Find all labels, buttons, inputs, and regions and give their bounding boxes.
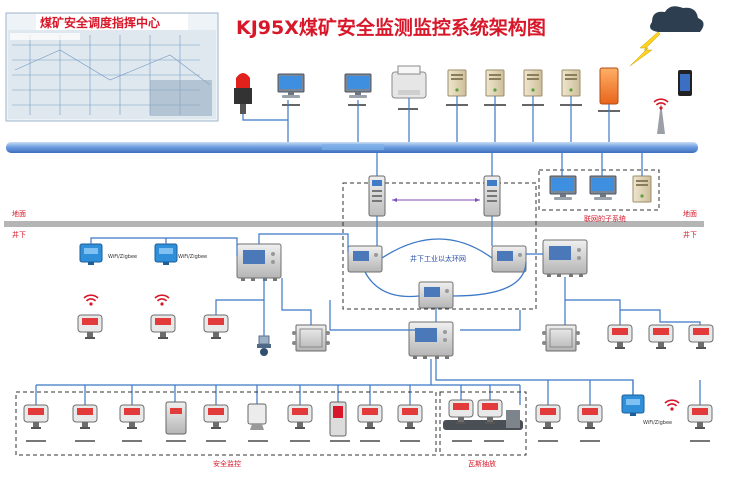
linked-subsystem-group: 联网的子系统 bbox=[538, 153, 660, 223]
dispatch-center-title: 煤矿安全调度指挥中心 bbox=[40, 15, 160, 30]
wireless-sensor-icon bbox=[77, 314, 103, 340]
ground-underground-divider bbox=[4, 221, 704, 227]
ring-network-label: 井下工业以太环网 bbox=[410, 254, 466, 263]
underground-label-right: 井下 bbox=[683, 230, 697, 239]
printer-icon bbox=[391, 65, 427, 99]
core-switch-left bbox=[368, 175, 386, 217]
workstation-icon bbox=[344, 73, 372, 99]
substation-right bbox=[542, 239, 588, 278]
bottom-sensor-rail bbox=[35, 380, 701, 405]
wifi-icon bbox=[154, 294, 170, 307]
sensor-icon bbox=[607, 324, 633, 350]
wireless-label-bottom: WiFi/Zigbee bbox=[643, 420, 672, 426]
wireless-label-right: WiFi/Zigbee bbox=[178, 254, 207, 260]
underground-label-left: 井下 bbox=[12, 230, 26, 239]
ground-device-links bbox=[242, 96, 610, 142]
core-switch-right bbox=[483, 175, 501, 217]
junction-box-right bbox=[541, 324, 581, 352]
ground-label-left: 地面 bbox=[12, 209, 26, 218]
sensor-icon bbox=[119, 404, 145, 430]
sensor-icon bbox=[397, 404, 423, 430]
antenna-icon bbox=[653, 98, 669, 134]
pipe-sensor-icon bbox=[443, 399, 523, 430]
wireless-base-station-icon bbox=[79, 243, 103, 266]
device-caption-marks bbox=[282, 104, 620, 112]
control-box-icon bbox=[165, 401, 187, 435]
sensor-icon bbox=[287, 404, 313, 430]
ring-switch-bottom bbox=[418, 281, 454, 309]
sensor-icon bbox=[577, 404, 603, 430]
ground-label-right: 地面 bbox=[683, 209, 697, 218]
sensor-icon bbox=[72, 404, 98, 430]
server-icon bbox=[447, 69, 467, 97]
wireless-sensor-icon bbox=[150, 314, 176, 340]
server-icon bbox=[485, 69, 505, 97]
wireless-label-left: WiFi/Zigbee bbox=[108, 254, 137, 260]
workstation-icon bbox=[277, 73, 305, 99]
substation-center bbox=[408, 321, 454, 360]
sensor-icon bbox=[357, 404, 383, 430]
cloud-icon bbox=[650, 6, 704, 32]
sensor-icon bbox=[23, 404, 49, 430]
alarm-light-icon bbox=[234, 73, 252, 114]
substation-left bbox=[236, 243, 282, 282]
gas-drainage-group bbox=[439, 391, 527, 456]
ring-switch-right bbox=[491, 245, 527, 273]
wireless-sensor-icon bbox=[687, 404, 713, 430]
server-icon bbox=[561, 69, 581, 97]
safety-monitoring-group bbox=[15, 391, 437, 456]
sensor-caption-marks bbox=[26, 440, 710, 442]
linked-subsystem-label: 联网的子系统 bbox=[584, 214, 626, 223]
dispatch-center-panel: 煤矿安全调度指挥中心 bbox=[5, 12, 219, 122]
diagram-title: KJ95X煤矿安全监测监控系统架构图 bbox=[236, 16, 546, 39]
smoke-sensor-icon bbox=[247, 403, 267, 430]
sensor-icon bbox=[688, 324, 714, 350]
wireless-base-station-icon bbox=[621, 394, 645, 417]
sensor-icon bbox=[203, 404, 229, 430]
sensor-icon bbox=[648, 324, 674, 350]
junction-box-left bbox=[291, 324, 331, 352]
breaker-icon bbox=[329, 401, 347, 437]
ring-switch-left bbox=[347, 245, 383, 273]
sensor-icon bbox=[535, 404, 561, 430]
firewall-icon bbox=[599, 67, 619, 105]
safety-monitoring-label: 安全监控 bbox=[213, 459, 241, 468]
wireless-base-station-icon bbox=[154, 243, 178, 266]
server-icon bbox=[523, 69, 543, 97]
ring-network-group: 井下工业以太环网 bbox=[342, 153, 537, 310]
lightning-icon bbox=[629, 31, 661, 67]
phone-icon bbox=[678, 70, 692, 96]
gas-drainage-label: 瓦斯抽放 bbox=[468, 459, 496, 468]
wifi-icon bbox=[664, 399, 680, 412]
valve-sensor-icon bbox=[257, 335, 271, 356]
wifi-icon bbox=[83, 294, 99, 307]
sensor-icon bbox=[203, 314, 229, 340]
